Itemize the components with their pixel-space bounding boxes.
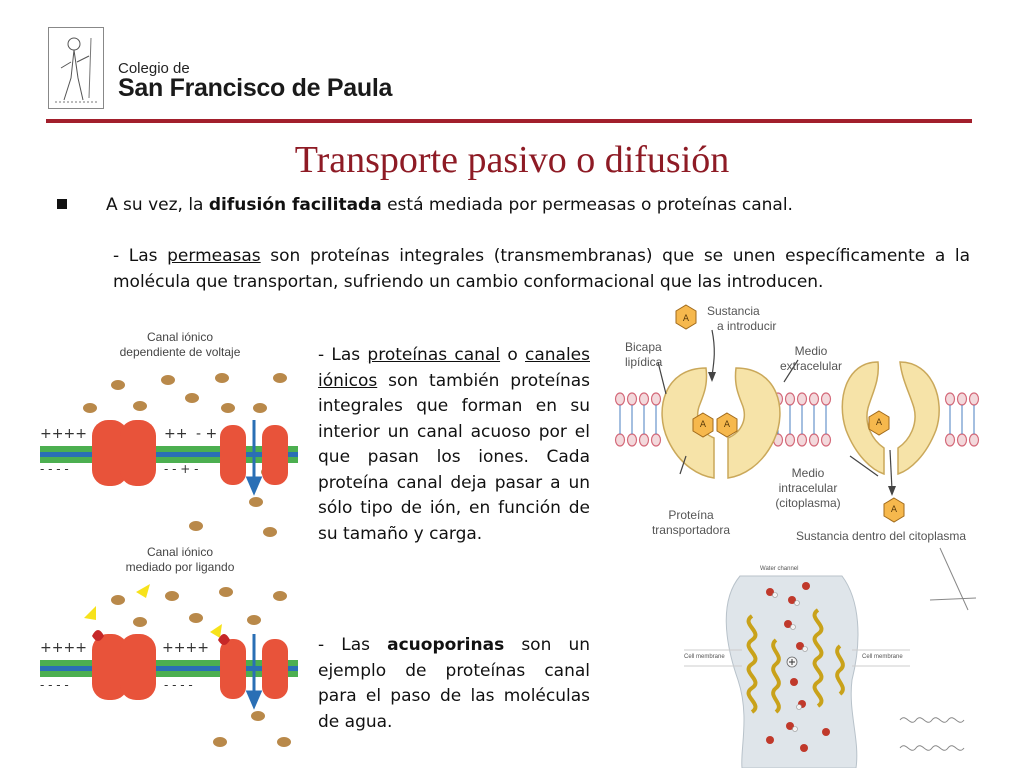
school-logo-figure-icon [55, 37, 97, 103]
ligand-label-line2: mediado por ligando [125, 560, 235, 574]
permeasas-pre: - Las [113, 246, 168, 266]
voltage-label-line2: dependiente de voltaje [119, 345, 241, 359]
substance-a-molecule-icon [675, 304, 905, 523]
helix-icon [746, 608, 845, 714]
paragraph-acuoporinas: - Las acuoporinas son un ejemplo de prot… [318, 633, 590, 735]
acuo-post: son un ejemplo de proteínas canal para e… [318, 635, 591, 732]
header-divider [46, 119, 972, 123]
molecule-letter-1: A [682, 314, 690, 324]
bullet-text-bold: difusión facilitada [208, 195, 382, 215]
label-medio-ext-line1: Medio [794, 344, 828, 358]
lipid-bilayer [614, 392, 980, 447]
carrier-protein-open-out [661, 367, 781, 479]
ligand-icon [84, 584, 230, 645]
channel-proteins-voltage [92, 420, 288, 486]
label-bicapa: Bicapa lipídica [625, 340, 662, 370]
voltage-label-line1: Canal iónico [146, 330, 214, 344]
label-medio-extracelular: Medio extracelular [776, 344, 846, 374]
canal-mid: o [500, 345, 525, 365]
carrier-protein-open-in [841, 361, 940, 476]
charge-plus-1: ++++ [40, 426, 87, 442]
voltage-channel-label: Canal iónico dependiente de voltaje [100, 330, 260, 360]
charge-plus-2: ++ [164, 426, 188, 442]
permeasas-underlined: permeasas [167, 246, 261, 266]
paragraph-canal: - Las proteínas canal o canales iónicos … [318, 343, 590, 547]
label-proteina-transportadora: Proteína transportadora [643, 508, 739, 538]
charge-minus-2: - - + - [164, 462, 199, 476]
molecule-letter-5: A [890, 505, 898, 515]
cell-membrane-lines [684, 649, 910, 667]
label-sustancia-dentro: Sustancia dentro del citoplasma [796, 529, 967, 543]
canal-post: son también proteínas integrales que for… [318, 370, 590, 544]
molecule-letter-4: A [875, 418, 883, 428]
bullet-square-icon [57, 199, 67, 209]
bullet-text-post: está mediada por permeasas o proteínas c… [381, 195, 793, 215]
paragraph-permeasas: - Las permeasas son proteínas integrales… [113, 243, 970, 295]
pathway-arrow-icon [657, 329, 893, 491]
label-bicapa-line2: lipídica [625, 355, 663, 369]
molecule-letter-3: A [723, 420, 731, 430]
charge-minus-1: - - - - [40, 462, 69, 476]
acuo-bold: acuoporinas [387, 635, 505, 655]
label-medio-int-line1: Medio [791, 466, 825, 480]
label-proteina-line2: transportadora [651, 523, 731, 537]
school-name-line2: San Francisco de Paula [118, 74, 393, 102]
charge-plus-4: ++++ [40, 640, 87, 656]
label-medio-int-line2: intracelular [778, 481, 838, 495]
permeasas-post: son proteínas integrales (transmembranas… [113, 246, 971, 292]
bullet-text: A su vez, la difusión facilitada está me… [106, 195, 793, 215]
label-medio-int-line3: (citoplasma) [775, 496, 841, 510]
ligand-channel-label: Canal iónico mediado por ligando [100, 545, 260, 575]
handwriting-scribble [899, 547, 977, 751]
slide-title: Transporte pasivo o difusión [294, 139, 730, 181]
acuo-pre: - Las [318, 635, 388, 655]
canal-pre: - Las [318, 345, 368, 365]
canal-underlined-1: proteínas canal [367, 345, 501, 365]
water-channel-label: Water channel [760, 566, 799, 572]
cell-membrane-label-left: Cell membrane [684, 654, 725, 660]
canal-underlined-2: canales iónicos [318, 345, 590, 391]
cell-membrane-label-right: Cell membrane [862, 654, 903, 660]
water-molecule-icon [766, 582, 830, 752]
school-name-line1: Colegio de [118, 60, 190, 77]
label-sustancia-line2: a introducir [717, 319, 777, 333]
flow-arrow-icon [245, 420, 263, 710]
school-logo [48, 27, 104, 109]
molecule-letter-2: A [699, 420, 707, 430]
bullet-text-pre: A su vez, la [106, 195, 209, 215]
channel-proteins-ligand [92, 634, 288, 700]
charge-plus-5: ++++ [162, 640, 209, 656]
label-proteina-line1: Proteína [668, 508, 714, 522]
charge-minus-3: - - - - [40, 678, 69, 692]
label-sustancia-line1: Sustancia [707, 304, 760, 318]
label-medio-intracelular: Medio intracelular (citoplasma) [768, 466, 848, 511]
ligand-label-line1: Canal iónico [146, 545, 214, 559]
charge-plus-3: - + [196, 426, 218, 442]
label-sustancia: Sustancia a introducir [707, 304, 776, 334]
label-medio-ext-line2: extracelular [779, 359, 843, 373]
charge-minus-4: - - - - [164, 678, 193, 692]
label-bicapa-line1: Bicapa [625, 340, 662, 354]
